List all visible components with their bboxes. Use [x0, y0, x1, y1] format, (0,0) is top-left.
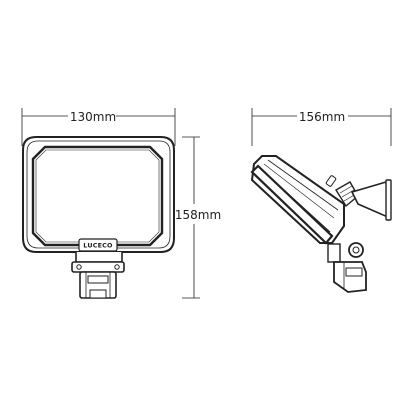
- floodlight-lens: [31, 145, 164, 247]
- logo-plate-box: [78, 238, 118, 252]
- front-width-label: 130mm: [70, 110, 116, 124]
- hinge-rib-1: [339, 185, 353, 194]
- bracket-slot: [87, 275, 109, 284]
- bracket-screw-right: [114, 264, 120, 270]
- lower-bracket-stem: [327, 243, 341, 263]
- side-fin-1: [267, 159, 339, 211]
- logo-plate: LUCECO: [78, 238, 118, 252]
- side-depth-label: 156mm: [299, 110, 345, 124]
- wall-plate: [385, 179, 392, 221]
- arm-body: [350, 180, 391, 220]
- front-height-dimension: 158mm: [175, 136, 221, 299]
- front-width-dimension: 130mm: [21, 108, 176, 146]
- side-arm: [350, 179, 392, 221]
- side-housing-outline: [250, 155, 345, 244]
- floodlight-housing-inner: [26, 140, 171, 249]
- side-lens-edge: [261, 169, 331, 233]
- side-lens-face: [250, 164, 334, 245]
- lower-bracket-body: [333, 261, 367, 293]
- front-mount-bracket: [71, 252, 125, 299]
- bracket-foot: [89, 289, 107, 299]
- front-height-label: 158mm: [175, 208, 221, 222]
- side-depth-dimension: 156mm: [251, 108, 392, 146]
- side-lower-bracket: [327, 242, 367, 293]
- bracket-screw-left: [76, 264, 82, 270]
- lower-bracket-slot: [345, 267, 363, 277]
- side-lamp-body: [250, 155, 345, 245]
- side-switch-knob: [325, 175, 337, 187]
- floodlight-lens-inner-edge: [35, 149, 160, 243]
- side-view: 156mm: [250, 108, 392, 293]
- bracket-neck: [75, 252, 123, 263]
- logo-text: LUCECO: [83, 242, 113, 250]
- adjust-knob-center: [352, 246, 360, 254]
- side-fin-2: [263, 163, 335, 219]
- front-view: 130mm 158mm LUCECO: [21, 108, 221, 299]
